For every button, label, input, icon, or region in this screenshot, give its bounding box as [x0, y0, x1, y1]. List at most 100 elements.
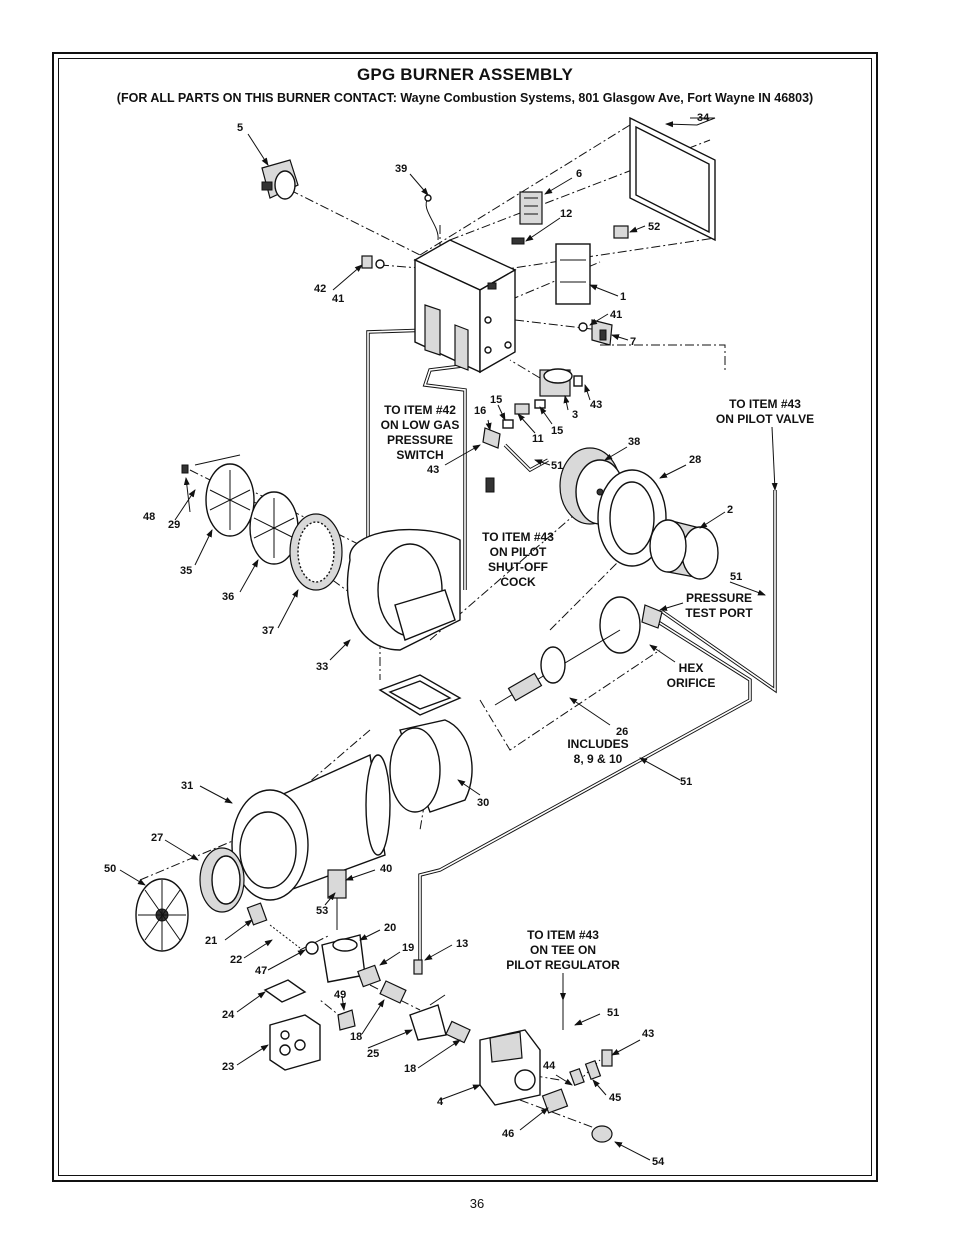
- part-26-gun: [494, 596, 663, 706]
- label-11: 11: [532, 433, 544, 445]
- outer-border: [52, 52, 878, 1182]
- label-48: 48: [143, 511, 155, 523]
- note-pilot-valve-line1: TO ITEM #43: [729, 397, 801, 411]
- label-21: 21: [205, 935, 217, 947]
- part-49-fitting: [337, 1009, 356, 1031]
- label-15b: 15: [551, 425, 563, 437]
- page-number: 36: [469, 1196, 485, 1211]
- label-22: 22: [230, 954, 242, 966]
- label-4: 4: [437, 1096, 444, 1108]
- part-44-fitting: [569, 1067, 585, 1087]
- callout-notes: TO ITEM #42 ON LOW GAS PRESSURE SWITCH T…: [381, 397, 814, 972]
- part-29-ring: [181, 454, 241, 474]
- part-33-housing: [346, 528, 461, 651]
- label-37: 37: [262, 625, 274, 637]
- label-19: 19: [402, 942, 414, 954]
- part-24-cover: [263, 979, 307, 1003]
- label-46: 46: [502, 1128, 514, 1140]
- part-31-blast-tube: [231, 753, 391, 901]
- note-low-gas-line2: ON LOW GAS: [381, 418, 460, 432]
- label-13: 13: [456, 938, 468, 950]
- label-26: 26: [616, 726, 628, 738]
- label-7: 7: [630, 336, 636, 348]
- part-6-transformer: [519, 191, 543, 225]
- part-23-box: [269, 1014, 321, 1071]
- label-42: 42: [314, 283, 326, 295]
- part-25-valve: [409, 994, 471, 1044]
- part-7-switch: [578, 319, 613, 346]
- part-5-switch: [261, 159, 299, 200]
- label-28: 28: [689, 454, 701, 466]
- part-20-tee: [305, 934, 366, 983]
- part-27-ring: [199, 847, 245, 913]
- label-45: 45: [609, 1092, 621, 1104]
- label-52: 52: [648, 221, 660, 233]
- label-15a: 15: [490, 394, 502, 406]
- leader-lines: [119, 117, 778, 1161]
- label-53: 53: [316, 905, 328, 917]
- label-47: 47: [255, 965, 267, 977]
- note-shutoff-line4: COCK: [500, 575, 536, 589]
- label-49: 49: [334, 989, 346, 1001]
- label-44: 44: [543, 1060, 556, 1072]
- label-6: 6: [576, 168, 582, 180]
- note-hex-line2: ORIFICE: [667, 676, 716, 690]
- part-22-spring: [269, 924, 301, 949]
- label-5: 5: [237, 122, 243, 134]
- label-39: 39: [395, 163, 407, 175]
- part-3-valve: [539, 368, 583, 397]
- part-34-panel: [629, 116, 716, 242]
- label-30: 30: [477, 797, 489, 809]
- label-24: 24: [222, 1009, 235, 1021]
- label-33: 33: [316, 661, 328, 673]
- pilot-fittings: [482, 399, 546, 493]
- note-pilot-valve-line2: ON PILOT VALVE: [716, 412, 814, 426]
- part-4-gas-valve: [479, 1029, 541, 1106]
- note-low-gas-line3: PRESSURE: [387, 433, 453, 447]
- label-40: 40: [380, 863, 392, 875]
- label-25: 25: [367, 1048, 379, 1060]
- label-51d: 51: [607, 1007, 619, 1019]
- part-50-head: [135, 878, 189, 952]
- label-16: 16: [474, 405, 486, 417]
- note-includes-line2: 8, 9 & 10: [574, 752, 623, 766]
- part-52-plug: [613, 225, 629, 239]
- part-42-fitting: [361, 255, 385, 269]
- note-pressure-line2: TEST PORT: [685, 606, 753, 620]
- label-51b: 51: [730, 571, 742, 583]
- page-title: GPG BURNER ASSEMBLY: [356, 65, 574, 84]
- part-19-nipple: [357, 964, 407, 1004]
- note-low-gas-line4: SWITCH: [396, 448, 443, 462]
- label-18b: 18: [404, 1063, 416, 1075]
- square-gasket: [378, 674, 462, 716]
- part-40-coupling: [327, 869, 347, 930]
- note-shutoff-line1: TO ITEM #43: [482, 530, 554, 544]
- label-20: 20: [384, 922, 396, 934]
- part-13-fitting: [413, 959, 423, 975]
- label-36: 36: [222, 591, 234, 603]
- part-39-wire: [424, 194, 439, 241]
- label-41b: 41: [610, 309, 622, 321]
- note-tee-line1: TO ITEM #43: [527, 928, 599, 942]
- label-41a: 41: [332, 293, 344, 305]
- label-18a: 18: [350, 1031, 362, 1043]
- note-tee-line3: PILOT REGULATOR: [506, 958, 620, 972]
- note-includes-line1: INCLUDES: [567, 737, 628, 751]
- label-51a: 51: [551, 460, 563, 472]
- label-43b: 43: [427, 464, 439, 476]
- part-30-cylinder: [389, 719, 473, 813]
- label-43c: 43: [642, 1028, 654, 1040]
- label-51c: 51: [680, 776, 692, 788]
- label-27: 27: [151, 832, 163, 844]
- part-1-bracket: [555, 243, 591, 305]
- label-38: 38: [628, 436, 640, 448]
- part-46-nipple: [541, 1088, 569, 1114]
- part-43-fitting: [601, 1049, 613, 1067]
- note-shutoff-line3: SHUT-OFF: [488, 560, 548, 574]
- label-54: 54: [652, 1156, 665, 1168]
- label-31: 31: [181, 780, 193, 792]
- label-50: 50: [104, 863, 116, 875]
- label-3: 3: [572, 409, 578, 421]
- label-34: 34: [697, 112, 710, 124]
